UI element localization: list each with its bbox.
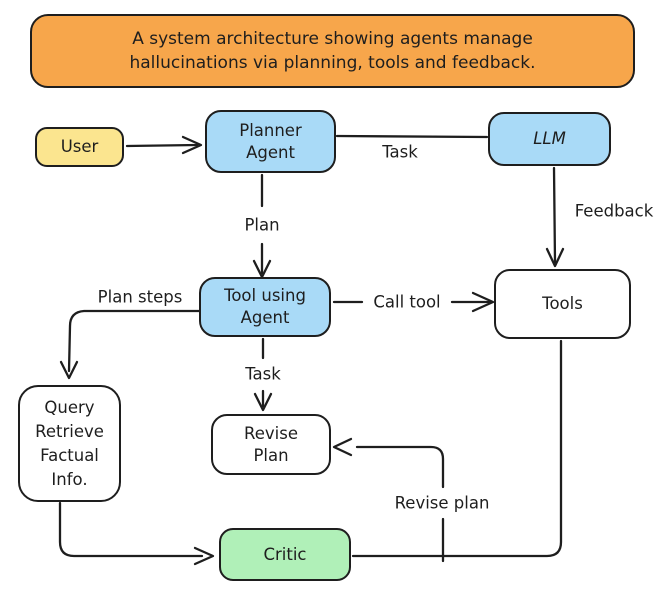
edge-critic-tools — [351, 339, 563, 558]
node-llm: LLM — [488, 112, 611, 166]
edge-query-critic — [58, 501, 204, 558]
arrowhead-toolagent-tools — [471, 291, 495, 313]
arrowhead-toolagent-query — [59, 360, 79, 380]
node-query-line4: Info. — [51, 469, 88, 489]
node-llm-label: LLM — [533, 129, 566, 148]
title-banner-line2: hallucinations via planning, tools and f… — [129, 53, 536, 73]
arrowhead-user-planner — [181, 135, 203, 155]
node-user: User — [35, 127, 124, 167]
title-banner: A system architecture showing agents man… — [30, 14, 635, 88]
node-planner-agent: Planner Agent — [205, 110, 336, 173]
node-query-retrieve-factual-info: Query Retrieve Factual Info. — [18, 385, 121, 502]
edge-label-plan: Plan — [244, 215, 280, 235]
arrowhead-critic-revise — [332, 437, 353, 457]
node-critic: Critic — [219, 528, 351, 581]
edge-llm-tools — [552, 166, 557, 264]
edge-planner-llm — [335, 134, 489, 139]
node-revise-plan-line2: Plan — [253, 445, 289, 465]
node-planner-agent-line2: Agent — [246, 142, 295, 162]
edge-label-revise-plan: Revise plan — [394, 493, 490, 513]
edge-label-plan-steps: Plan steps — [97, 287, 183, 307]
node-query-line1: Query — [44, 397, 95, 417]
node-query-line3: Factual — [40, 445, 99, 465]
node-critic-label: Critic — [263, 544, 307, 564]
edge-toolagent-query — [67, 309, 201, 373]
title-banner-line1: A system architecture showing agents man… — [132, 29, 533, 49]
node-revise-plan: Revise Plan — [211, 414, 331, 475]
arrowhead-toolagent-revise — [253, 392, 273, 412]
edge-label-call-tool: Call tool — [373, 292, 441, 312]
arrowhead-query-critic — [193, 546, 215, 566]
node-revise-plan-line1: Revise — [244, 423, 298, 443]
edge-user-planner — [125, 143, 199, 148]
node-user-label: User — [60, 137, 99, 156]
node-tool-using-agent-line1: Tool using — [224, 286, 306, 305]
edge-critic-revise-2 — [355, 445, 445, 489]
edge-label-task-mid: Task — [245, 364, 281, 384]
node-query-line2: Retrieve — [35, 421, 104, 441]
node-planner-agent-line1: Planner — [239, 120, 302, 140]
node-tool-using-agent: Tool using Agent — [199, 277, 331, 337]
node-tools: Tools — [494, 269, 631, 339]
edge-label-feedback: Feedback — [574, 201, 654, 221]
node-tools-label: Tools — [542, 294, 583, 313]
arrowhead-llm-tools — [545, 247, 565, 268]
edge-label-task-top: Task — [382, 142, 418, 162]
node-tool-using-agent-line2: Agent — [240, 308, 290, 327]
